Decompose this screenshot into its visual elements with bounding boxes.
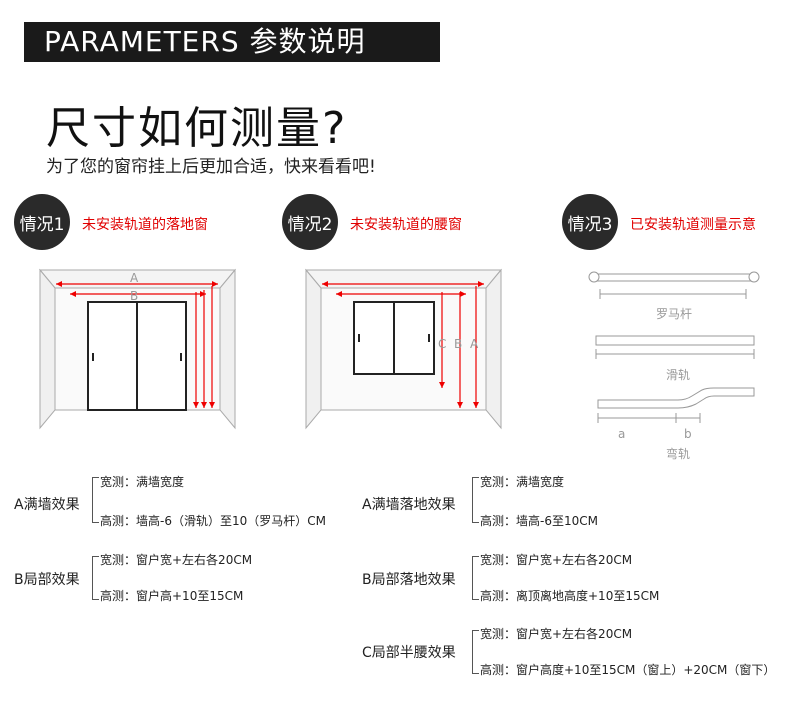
item-label: C局部半腰效果 <box>362 645 456 661</box>
room-ceiling <box>304 269 503 289</box>
case-3-badge: 情况3 <box>562 194 618 250</box>
arrowhead <box>212 281 218 287</box>
item-height: 高测：墙高-6至10CM <box>480 514 598 528</box>
item-width: 宽测：满墙宽度 <box>480 475 565 489</box>
arrowhead <box>70 291 76 297</box>
item-height: 高测：离顶离地高度+10至15CM <box>480 589 660 603</box>
room-left-wall <box>305 268 322 430</box>
case-1-badge: 情况1 <box>14 194 70 250</box>
arrowhead <box>200 291 206 297</box>
label-b: B <box>130 289 138 303</box>
label-segment-a: a <box>618 427 625 441</box>
item-label: B局部落地效果 <box>362 572 456 588</box>
label-roman-rod: 罗马杆 <box>656 307 692 321</box>
arrowhead <box>460 291 466 297</box>
arrowhead <box>478 281 484 287</box>
room-right-wall <box>485 268 502 430</box>
diagram-floor-window: A B <box>38 268 237 430</box>
arrowhead <box>473 402 479 408</box>
item-width: 宽测：满墙宽度 <box>100 475 185 489</box>
arrowhead <box>457 402 463 408</box>
parameters-banner: PARAMETERS 参数说明 <box>24 22 440 62</box>
diagram-waist-window: C B A <box>304 268 503 430</box>
bracket <box>92 556 99 600</box>
arrowhead <box>322 281 328 287</box>
bracket <box>92 477 99 523</box>
label-segment-b: b <box>684 427 692 441</box>
roman-rod <box>593 273 755 282</box>
label-a: A <box>130 271 139 285</box>
room-left-wall <box>39 268 56 430</box>
item-label: A满墙效果 <box>14 497 80 513</box>
arrowhead <box>201 402 207 408</box>
item-height: 高测：窗户高度+10至15CM（窗上）+20CM（窗下） <box>480 663 776 677</box>
case-3-title: 已安装轨道测量示意 <box>630 217 756 233</box>
room-right-wall <box>219 268 236 430</box>
arrowhead <box>209 402 215 408</box>
rod-finial <box>588 271 600 283</box>
case-1-title: 未安装轨道的落地窗 <box>82 217 208 233</box>
bracket <box>472 477 479 523</box>
item-height: 高测：窗户高+10至15CM <box>100 589 244 603</box>
arrowhead <box>336 291 342 297</box>
label-c: C <box>438 337 446 351</box>
label-a: A <box>470 337 479 351</box>
item-width: 宽测：窗户宽+左右各20CM <box>480 553 633 567</box>
page-title: 尺寸如何测量? <box>46 103 348 154</box>
arrowhead <box>193 402 199 408</box>
case-2-badge: 情况2 <box>282 194 338 250</box>
case-2-title: 未安装轨道的腰窗 <box>350 217 462 233</box>
item-width: 宽测：窗户宽+左右各20CM <box>480 627 633 641</box>
slide-track <box>595 335 755 346</box>
item-width: 宽测：窗户宽+左右各20CM <box>100 553 253 567</box>
item-label: A满墙落地效果 <box>362 497 456 513</box>
item-height: 高测：墙高-6（滑轨）至10（罗马杆）CM <box>100 514 326 528</box>
label-slide-track: 滑轨 <box>666 368 690 382</box>
label-curved-track: 弯轨 <box>666 446 690 461</box>
bracket <box>472 556 479 600</box>
page-subtitle: 为了您的窗帘挂上后更加合适，快来看看吧! <box>46 157 376 177</box>
label-b: B <box>454 337 462 351</box>
curved-track <box>597 387 755 409</box>
diagram-installed-tracks: 罗马杆 滑轨 a b 弯轨 <box>588 271 760 461</box>
arrowhead <box>439 382 445 388</box>
item-label: B局部效果 <box>14 572 80 588</box>
arrowhead <box>56 281 62 287</box>
rod-finial <box>748 271 760 283</box>
bracket <box>472 630 479 674</box>
